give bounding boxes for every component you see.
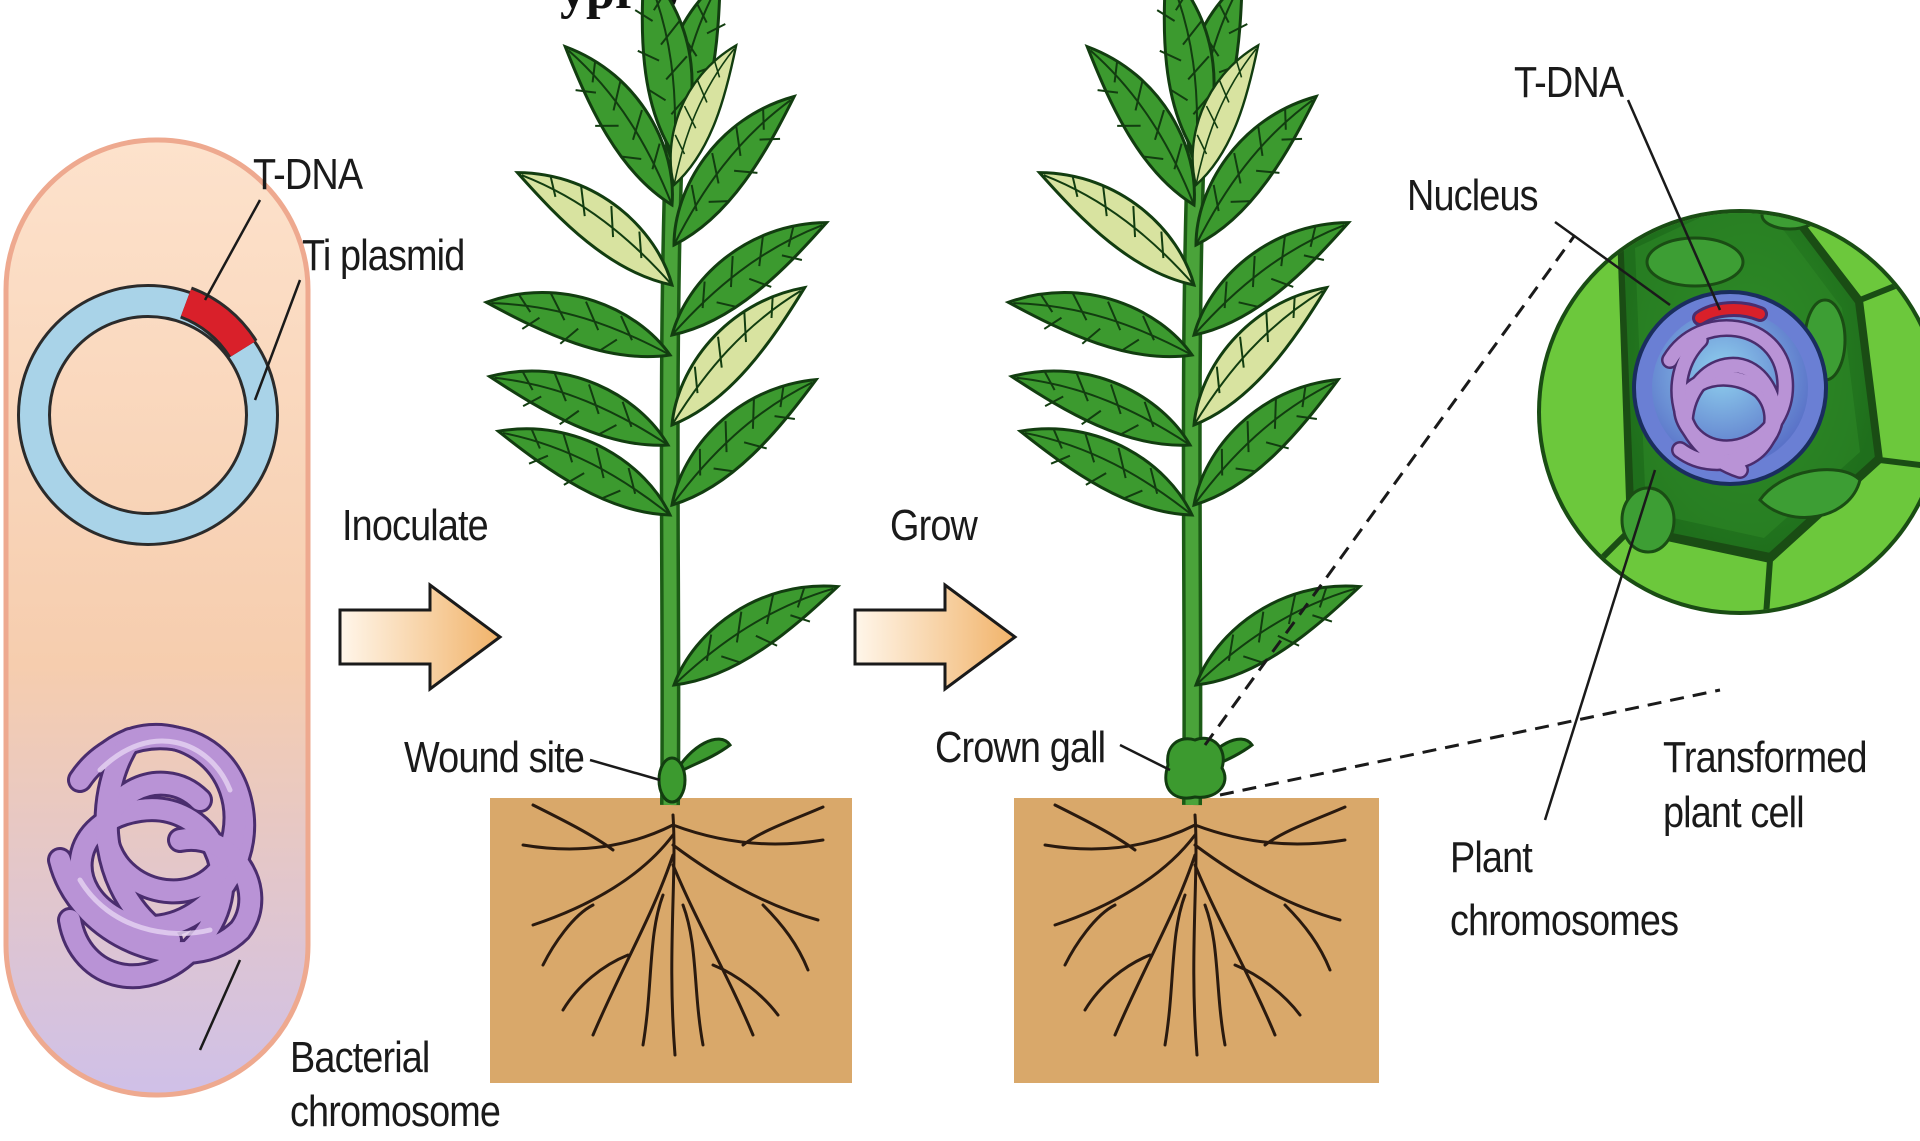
label-plant-chromosomes-1: Plant [1450, 835, 1532, 881]
label-wound-site: Wound site [404, 735, 584, 781]
wound-site-mark [659, 758, 685, 802]
inoculate-arrow [340, 585, 500, 689]
plant-1 [481, 0, 849, 805]
label-t-dna-bacterium: T-DNA [253, 152, 362, 198]
crown-gall-leader [1120, 745, 1170, 770]
label-crown-gall: Crown gall [935, 725, 1105, 771]
label-transformed-2: plant cell [1663, 790, 1804, 836]
plant-2 [1003, 0, 1371, 805]
label-ti-plasmid: Ti plasmid [302, 233, 464, 279]
transformed-cell-zoom [1537, 100, 1920, 700]
label-t-dna-cell: T-DNA [1514, 60, 1623, 106]
grow-arrow [855, 585, 1015, 689]
wound-site-leader [590, 760, 660, 780]
label-inoculate: Inoculate [342, 503, 488, 549]
label-bacterial-chromosome-1: Bacterial [290, 1035, 429, 1081]
label-transformed-1: Transformed [1663, 735, 1867, 781]
label-plant-chromosomes-2: chromosomes [1450, 898, 1678, 944]
label-bacterial-chromosome-2: chromosome [290, 1089, 500, 1135]
label-grow: Grow [890, 503, 977, 549]
label-nucleus: Nucleus [1407, 173, 1538, 219]
crown-gall [1166, 738, 1225, 798]
